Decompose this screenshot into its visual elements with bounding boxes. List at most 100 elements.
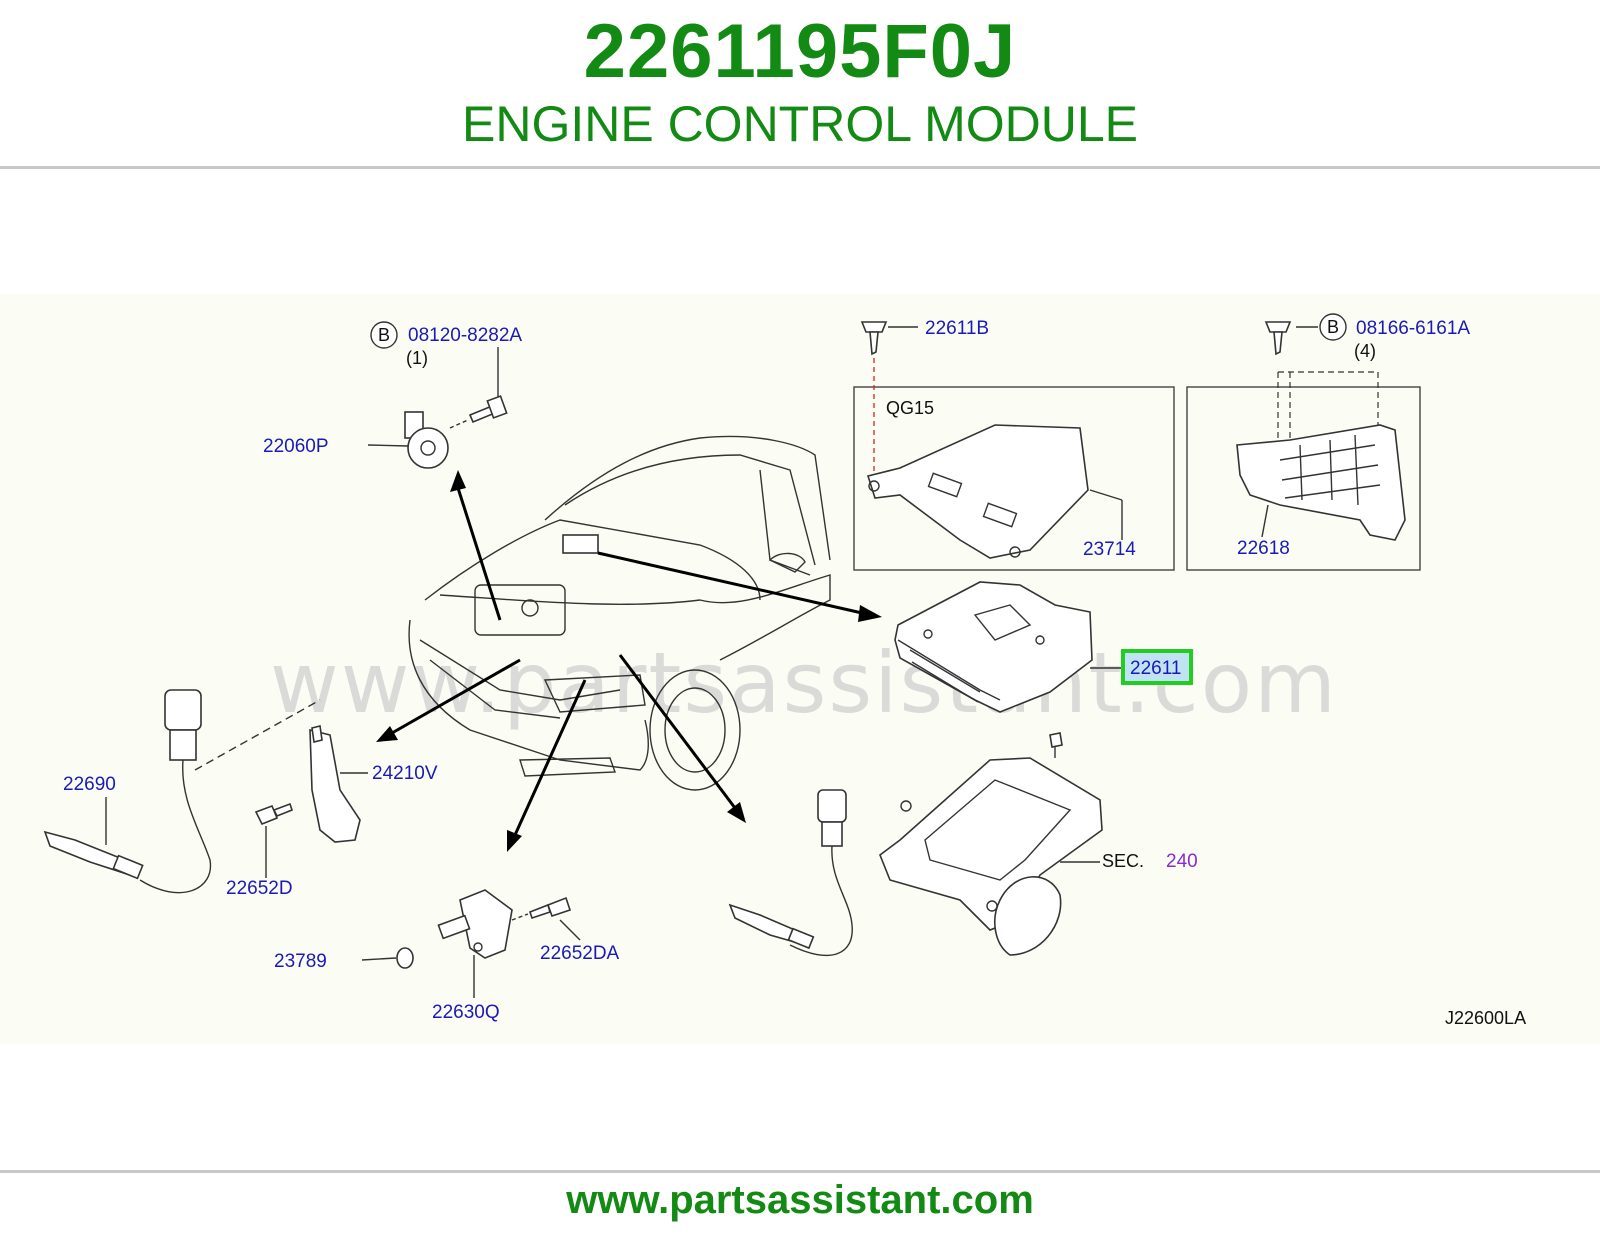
badge-b-2-circle bbox=[1319, 313, 1347, 341]
o2-front-connector-boot bbox=[169, 729, 197, 761]
ecm-connector-face bbox=[909, 649, 981, 703]
label-23714[interactable]: 23714 bbox=[1083, 539, 1136, 560]
arrow-to-o2-rear bbox=[618, 654, 737, 809]
bracket-22618-frame bbox=[1186, 386, 1421, 571]
label-22611B[interactable]: 22611B bbox=[925, 318, 989, 339]
ecm-mount-bracket-inner bbox=[924, 779, 1072, 881]
knock-sensor-hole bbox=[420, 440, 436, 456]
badge-b-1-circle bbox=[370, 321, 398, 349]
bracket-23714 bbox=[866, 424, 1089, 559]
car-windshield bbox=[564, 454, 816, 566]
label-sec-240[interactable]: 240 bbox=[1166, 851, 1198, 872]
qg15-bracket-box: QG15 22611B 23714 bbox=[853, 318, 1175, 571]
knock-sensor-group: B 08120-8282A (1) 22060P bbox=[263, 321, 522, 469]
badge-b-1: B bbox=[378, 325, 390, 345]
label-24210V[interactable]: 24210V bbox=[372, 763, 438, 784]
cam-sensor-22630Q bbox=[459, 889, 513, 959]
o2-rear-cable bbox=[789, 845, 853, 957]
engine-bay-cap bbox=[521, 599, 539, 617]
qty-4: (4) bbox=[1354, 341, 1376, 361]
car-roof-line bbox=[544, 435, 831, 561]
footer-url-link[interactable]: www.partsassistant.com bbox=[566, 1178, 1034, 1222]
mount-hole-1 bbox=[900, 800, 912, 812]
bolt-lower-bracket bbox=[1049, 732, 1063, 748]
o2-front-connector bbox=[164, 689, 202, 731]
leader-23714-b bbox=[1089, 489, 1123, 501]
leader-23789 bbox=[361, 957, 397, 961]
diagram-code: J22600LA bbox=[1445, 1008, 1526, 1028]
ecm-screw-hole-1 bbox=[1035, 635, 1045, 645]
o2-front-cable bbox=[139, 759, 212, 894]
car-hood bbox=[424, 519, 761, 601]
ecm-front-edge bbox=[897, 639, 1001, 701]
bolt-22652D-shank bbox=[272, 802, 293, 818]
bracket-22618-box: B 08166-6161A (4) 22618 bbox=[1186, 313, 1470, 571]
car-grille-top bbox=[419, 639, 621, 701]
label-sec: SEC. bbox=[1102, 851, 1144, 871]
arrow-to-ecm bbox=[597, 551, 863, 615]
mount-hole-2 bbox=[986, 900, 998, 912]
arrowhead-o2-front bbox=[376, 726, 398, 742]
label-22611[interactable]: 22611 bbox=[1130, 658, 1181, 679]
bolt-axis-1 bbox=[449, 419, 469, 429]
ecm-screw-hole-2 bbox=[923, 629, 933, 639]
label-22630Q[interactable]: 22630Q bbox=[432, 1002, 500, 1023]
qg15-frame bbox=[853, 386, 1175, 571]
label-22618[interactable]: 22618 bbox=[1237, 538, 1290, 559]
label-22652D[interactable]: 22652D bbox=[226, 878, 293, 899]
knock-sensor-body bbox=[407, 427, 449, 469]
car-fog-light bbox=[519, 757, 616, 777]
cam-sensor-group: 22652DA 23789 22630Q bbox=[274, 889, 620, 1023]
vehicle-illustration bbox=[408, 435, 831, 791]
bracket-23714-hole-2 bbox=[1009, 546, 1021, 558]
cam-sensor-nose bbox=[437, 914, 471, 940]
screw-22611B-shank bbox=[869, 331, 879, 356]
label-23789[interactable]: 23789 bbox=[274, 951, 327, 972]
bolt-22652DA-head bbox=[546, 896, 572, 918]
bolt-axis-2 bbox=[1277, 371, 1379, 455]
leader-22652DA bbox=[559, 919, 581, 941]
bracket-24210v-group: 24210V 22652D bbox=[226, 725, 438, 899]
locator-arrows bbox=[376, 470, 882, 852]
label-22060P[interactable]: 22060P bbox=[263, 436, 329, 457]
cam-sensor-hole bbox=[473, 942, 483, 952]
bolt-axis-22652DA bbox=[511, 913, 529, 921]
o2-rear-connector bbox=[817, 789, 847, 823]
label-22690[interactable]: 22690 bbox=[63, 774, 116, 795]
part-number-title: 2261195F0J bbox=[583, 9, 1017, 94]
bracket-23714-tab-2 bbox=[982, 502, 1018, 528]
ecm-top-plate bbox=[973, 604, 1032, 641]
arrowhead-o2-rear bbox=[727, 802, 746, 823]
bolt-08166-6161A-shank bbox=[1273, 331, 1283, 356]
o2-sensor-front-group: 22690 bbox=[43, 689, 321, 894]
badge-b-2: B bbox=[1327, 317, 1339, 337]
ecm-location-marker bbox=[562, 534, 599, 554]
label-22652DA[interactable]: 22652DA bbox=[540, 943, 620, 964]
car-front-bumper bbox=[408, 619, 649, 771]
arrow-to-o2-front bbox=[391, 658, 521, 735]
arrowhead-knock-sensor bbox=[450, 470, 466, 492]
bolt-08166-6161A-head bbox=[1264, 321, 1292, 333]
diagram-panel bbox=[0, 294, 1600, 1044]
ecm-22611 bbox=[894, 581, 1093, 713]
car-front-wheel-inner bbox=[664, 687, 726, 773]
o2-sensor-rear-group bbox=[728, 789, 853, 957]
bracket-24210V-tab bbox=[311, 725, 323, 743]
bracket-22618-ribs-v bbox=[1299, 434, 1359, 506]
qty-1: (1) bbox=[406, 348, 428, 368]
screw-22611B-head bbox=[860, 321, 888, 333]
car-front-wheel bbox=[649, 669, 741, 791]
oring-23789 bbox=[396, 947, 414, 969]
label-qg15: QG15 bbox=[886, 398, 934, 418]
part-name-subtitle: ENGINE CONTROL MODULE bbox=[461, 96, 1138, 152]
ecm-mount-boss bbox=[994, 876, 1062, 956]
o2-rear-sensor-hex bbox=[787, 927, 815, 950]
car-headlight bbox=[543, 674, 646, 713]
highlight-22611[interactable] bbox=[1121, 649, 1193, 685]
bolt-22652D-head bbox=[254, 804, 279, 826]
label-08166-6161A[interactable]: 08166-6161A bbox=[1356, 318, 1470, 339]
engine-bay-component bbox=[474, 584, 566, 636]
label-08120-8282A[interactable]: 08120-8282A bbox=[408, 325, 522, 346]
arrowhead-cam-sensor bbox=[507, 830, 522, 852]
